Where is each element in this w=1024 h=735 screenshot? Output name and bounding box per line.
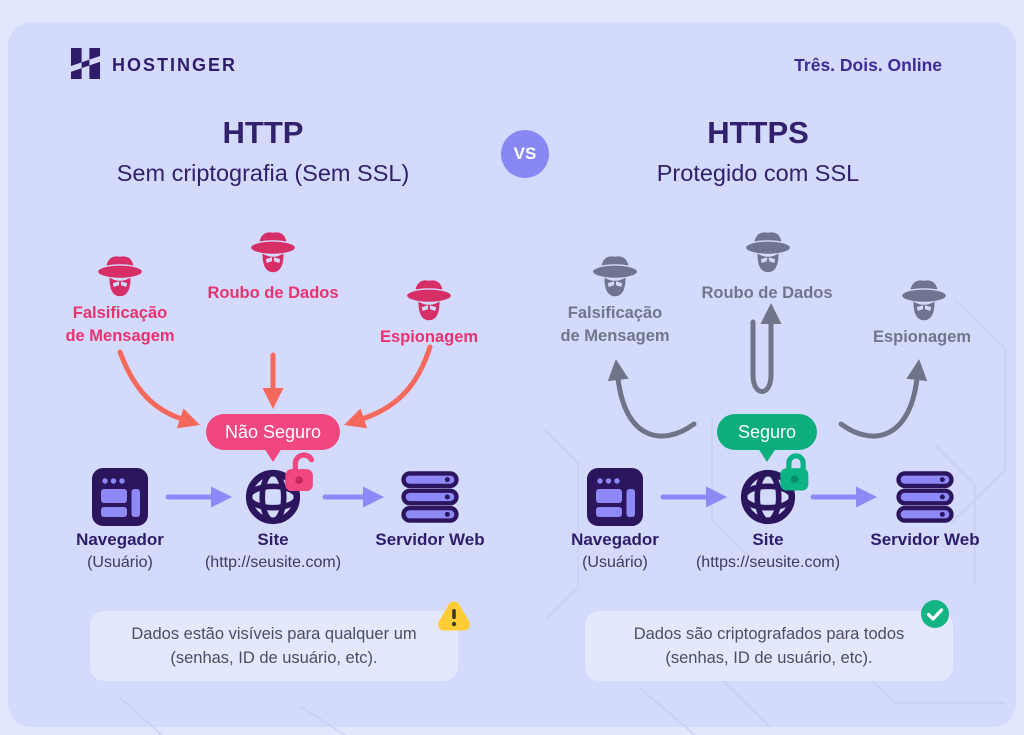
http-title: HTTP — [222, 115, 304, 150]
node-label-navegador: Navegador (Usuário) — [50, 529, 190, 574]
brand-tagline: Três. Dois. Online — [794, 55, 942, 75]
threat-label-falsificacao: Falsificação de Mensagem — [30, 302, 210, 348]
note-line: Dados estão visíveis para qualquer um — [131, 625, 417, 643]
node-label-site: Site (https://seusite.com) — [658, 529, 878, 574]
note-line: Dados são criptografados para todos — [633, 625, 905, 643]
node-title: Servidor Web — [870, 530, 980, 549]
node-subtitle: (https://seusite.com) — [695, 554, 841, 571]
status-badge-nao-seguro: Não Seguro — [206, 414, 340, 450]
threat-label-roubo: Roubo de Dados — [677, 282, 857, 305]
browser-icon — [92, 468, 148, 526]
https-title: HTTPS — [707, 115, 809, 150]
https-title-block: HTTPS Protegido com SSL — [558, 116, 958, 188]
vs-badge: VS — [501, 130, 549, 178]
node-subtitle: (http://seusite.com) — [204, 554, 342, 571]
node-label-site: Site (http://seusite.com) — [168, 529, 378, 574]
lock-closed-icon — [777, 449, 815, 495]
http-title-block: HTTP Sem criptografia (Sem SSL) — [63, 116, 463, 188]
brand-name: HOSTINGER — [112, 55, 238, 75]
threat-line: Falsificação — [72, 304, 168, 322]
lock-open-icon — [282, 449, 320, 495]
node-title: Site — [752, 530, 784, 549]
http-subtitle: Sem criptografia (Sem SSL) — [116, 160, 410, 186]
https-subtitle: Protegido com SSL — [656, 160, 860, 186]
threat-label-roubo: Roubo de Dados — [183, 282, 363, 305]
browser-icon — [587, 468, 643, 526]
threat-line: de Mensagem — [560, 327, 670, 345]
server-icon — [896, 471, 954, 523]
note-line: (senhas, ID de usuário, etc). — [665, 649, 873, 667]
check-icon — [920, 599, 950, 629]
threat-line: Espionagem — [379, 328, 479, 346]
node-subtitle: (Usuário) — [582, 554, 648, 571]
node-title: Site — [257, 530, 289, 549]
http-note-box: Dados estão visíveis para qualquer um (s… — [90, 611, 458, 681]
server-icon — [401, 471, 459, 523]
node-title: Servidor Web — [375, 530, 485, 549]
threat-line: Falsificação — [567, 304, 663, 322]
node-subtitle: (Usuário) — [87, 554, 153, 571]
node-label-navegador: Navegador (Usuário) — [545, 529, 685, 574]
threat-line: Roubo de Dados — [701, 284, 833, 302]
node-title: Navegador — [571, 530, 659, 549]
threat-label-espionagem: Espionagem — [339, 326, 519, 349]
threat-line: Roubo de Dados — [207, 284, 339, 302]
threat-line: de Mensagem — [65, 327, 175, 345]
node-label-servidor: Servidor Web — [350, 529, 510, 551]
note-line: (senhas, ID de usuário, etc). — [170, 649, 378, 667]
status-badge-seguro: Seguro — [717, 414, 817, 450]
threat-label-falsificacao: Falsificação de Mensagem — [525, 302, 705, 348]
threat-label-espionagem: Espionagem — [832, 326, 1012, 349]
https-note-box: Dados são criptografados para todos (sen… — [585, 611, 953, 681]
warning-icon — [437, 600, 471, 632]
node-label-servidor: Servidor Web — [845, 529, 1005, 551]
threat-line: Espionagem — [872, 328, 972, 346]
node-title: Navegador — [76, 530, 164, 549]
